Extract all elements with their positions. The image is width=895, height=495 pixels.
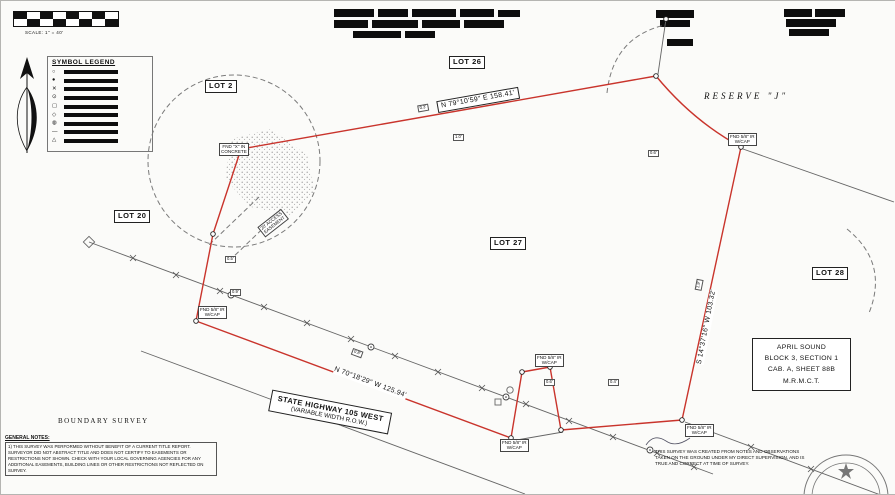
corner-monument: [663, 16, 669, 22]
redacted-tag: [789, 29, 829, 36]
monument-label: FND 5/8" IR W/CAP: [535, 354, 564, 367]
scale-bar-row: [14, 19, 118, 26]
offset-tag: 1.0': [453, 134, 464, 141]
found-iron-rod-icon: ○: [52, 68, 56, 75]
monument-label: FND 5/8" IR W/CAP: [198, 306, 227, 319]
redacted-tag: [460, 9, 494, 17]
lot-27-label: LOT 27: [490, 237, 527, 250]
general-notes-title: GENERAL NOTES:: [5, 435, 50, 441]
corner-monument: [210, 231, 216, 237]
redacted-tag: [334, 20, 368, 28]
plat-reference-box: APRIL SOUND BLOCK 3, SECTION 1 CAB. A, S…: [752, 338, 851, 391]
water-meter-icon: ▢: [52, 102, 58, 109]
legend-label-bar: [64, 113, 118, 118]
redacted-tag: [422, 20, 460, 28]
redacted-tag: [464, 20, 504, 28]
tie-line: [657, 18, 667, 75]
offset-tag: 0.6': [648, 150, 659, 157]
monument-label: FND 5/8" IR W/CAP: [685, 424, 714, 437]
legend-row: ●: [52, 77, 148, 86]
legend-title: SYMBOL LEGEND: [52, 59, 116, 66]
corner-monument: [193, 318, 199, 324]
legend-row: ○: [52, 68, 148, 77]
corner-monument: [558, 427, 564, 433]
redacted-tag: [815, 9, 845, 17]
row-edge-line: [684, 421, 880, 494]
reserve-j-label: RESERVE "J": [704, 91, 789, 101]
north-arrow-icon: [16, 57, 37, 153]
lot-2-label: LOT 2: [205, 80, 237, 93]
set-iron-rod-icon: ●: [52, 77, 56, 84]
redacted-tag: [667, 39, 693, 46]
legend-row: ⊙: [52, 94, 148, 103]
scale-bar-row: [14, 12, 118, 19]
graphic-scale-bar: [13, 11, 119, 27]
legend-row: —: [52, 128, 148, 137]
manhole-symbol: [506, 386, 514, 394]
general-notes-body: 1) THIS SURVEY WAS PERFORMED WITHOUT BEN…: [5, 442, 217, 476]
legend-label-bar: [64, 78, 118, 83]
fence-line-icon: —: [52, 128, 58, 135]
lot-26-label: LOT 26: [449, 56, 486, 69]
corner-monument: [653, 73, 659, 79]
manhole-icon: ◍: [52, 120, 57, 127]
signature: [645, 437, 691, 446]
water-meter-symbol: [494, 398, 502, 406]
redacted-tag: [405, 31, 435, 38]
legend-label-bar: [64, 121, 118, 126]
fence-corner-icon: ◇: [52, 111, 57, 118]
monument-label: FND 5/8" IR W/CAP: [500, 439, 529, 452]
redacted-tag: [784, 9, 812, 17]
monument-label: FND 5/8" IR W/CAP: [728, 133, 757, 146]
fence-line: [88, 241, 714, 475]
utility-pole-icon: ⊙: [52, 94, 57, 101]
redacted-tag: [660, 20, 690, 27]
lot-28-label: LOT 28: [812, 267, 849, 280]
offset-tag: 0.6': [544, 379, 555, 386]
legend-label-bar: [64, 87, 118, 92]
adjoiner-lot-line: [742, 148, 895, 203]
redacted-tag: [656, 10, 694, 18]
legend-label-bar: [64, 139, 118, 144]
corner-monument: [519, 369, 525, 375]
offset-tag: 0.4': [608, 379, 619, 386]
control-point-icon: △: [52, 137, 57, 144]
redacted-tag: [353, 31, 401, 38]
scale-label: SCALE: 1" = 40': [25, 30, 64, 35]
certification-statement: THIS SURVEY WAS CREATED FROM NOTES AND O…: [655, 449, 805, 466]
cul-de-sac-arc: [147, 74, 321, 248]
property-boundary: [195, 75, 742, 439]
legend-row: ▢: [52, 102, 148, 111]
x-in-concrete-icon: ✕: [52, 85, 57, 92]
legend-label-bar: [64, 96, 118, 101]
monument-label: FND "X" IN CONCRETE: [219, 143, 249, 156]
symbol-legend: SYMBOL LEGEND ○ ● ✕ ⊙ ▢ ◇ ◍ — △: [47, 56, 153, 152]
legend-label-bar: [64, 70, 118, 75]
legend-row: △: [52, 137, 148, 146]
legend-row: ✕: [52, 85, 148, 94]
redacted-tag: [786, 19, 836, 27]
redacted-tag: [412, 9, 456, 17]
offset-tag: 0.5': [225, 256, 236, 263]
surveyor-seal: [803, 454, 889, 494]
street-curve-arc: [606, 24, 666, 94]
redacted-tag: [378, 9, 408, 17]
legend-row: ◇: [52, 111, 148, 120]
general-notes: GENERAL NOTES: 1) THIS SURVEY WAS PERFOR…: [5, 435, 217, 476]
concrete-drive-area: [225, 129, 315, 215]
redacted-tag: [334, 9, 374, 17]
lot28-curve-arc: [846, 228, 876, 314]
survey-type-title: BOUNDARY SURVEY: [58, 417, 149, 425]
legend-label-bar: [64, 130, 118, 135]
redacted-tag: [498, 10, 520, 17]
legend-label-bar: [64, 104, 118, 109]
offset-tag: 0.9': [230, 289, 241, 296]
legend-row: ◍: [52, 120, 148, 129]
redacted-tag: [372, 20, 418, 28]
fence-x-marks: [129, 254, 815, 473]
corner-monument: [679, 417, 685, 423]
lot-20-label: LOT 20: [114, 210, 151, 223]
fence-corner-symbol: [82, 235, 96, 249]
